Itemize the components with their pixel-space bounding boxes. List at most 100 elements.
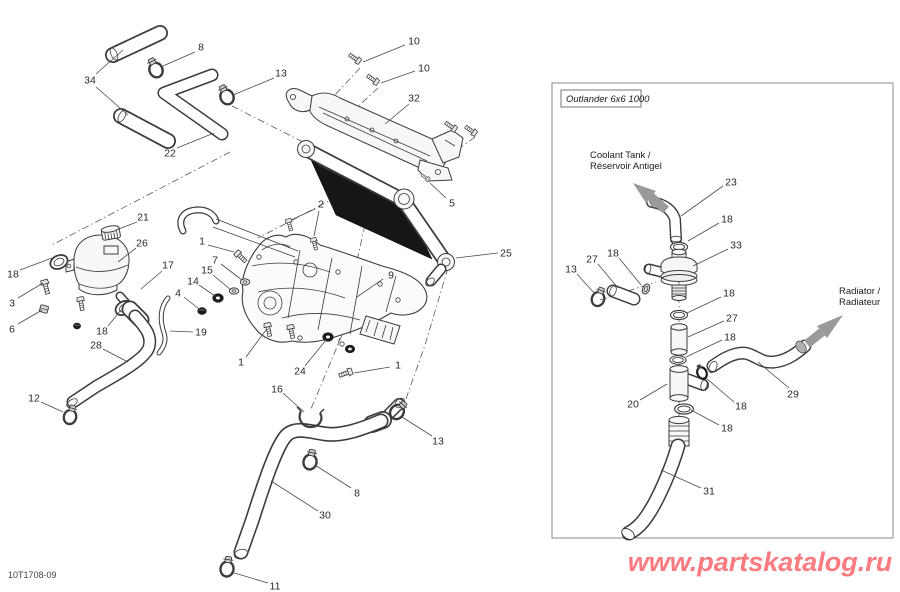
callout-24: 24 (294, 366, 306, 378)
callout-6: 6 (9, 324, 15, 336)
bolt-10 (463, 123, 479, 138)
callout-31: 31 (703, 486, 715, 498)
callout-18: 18 (7, 269, 19, 281)
callout-leader (183, 296, 200, 310)
inset-box (551, 82, 894, 539)
callout-18: 18 (721, 423, 733, 435)
clamp-18 (696, 363, 708, 380)
callout-19: 19 (195, 327, 207, 339)
callout-leader (140, 270, 163, 290)
clamp-8 (300, 447, 321, 472)
hose-29 (706, 339, 812, 374)
hose-30 (233, 397, 406, 560)
callout-7: 7 (212, 255, 218, 267)
callout-leader (245, 329, 267, 358)
bolt-1 (232, 248, 249, 265)
t-fitting-20 (669, 365, 709, 402)
bolt-10 (443, 119, 459, 134)
callout-leader (690, 409, 720, 426)
callout-leader (639, 383, 668, 401)
callout-23: 23 (725, 177, 737, 189)
callout-leader (380, 70, 416, 84)
callout-leader (576, 273, 596, 295)
callout-5: 5 (449, 198, 455, 210)
callout-leader (660, 469, 702, 489)
callout-20: 20 (627, 399, 639, 411)
clamp-11 (218, 554, 237, 579)
callout-18: 18 (607, 248, 619, 260)
callout-18: 18 (723, 288, 735, 300)
callout-leader (314, 464, 352, 489)
coolant-tank-26 (65, 234, 133, 310)
callout-leader (353, 366, 391, 374)
callout-leader (692, 248, 729, 267)
callout-leader (107, 309, 122, 327)
callout-leader (282, 392, 305, 413)
callout-leader (597, 263, 619, 289)
callout-9: 9 (388, 270, 394, 282)
nut (72, 322, 82, 330)
callout-layer: 3481322101032522592126183617171514419182… (7, 36, 799, 592)
callout-29: 29 (787, 389, 799, 401)
oring-18 (674, 403, 694, 415)
callout-25: 25 (500, 248, 512, 260)
radiator-arrow-icon (804, 315, 843, 348)
callout-leader (17, 282, 44, 299)
grommet-24 (344, 344, 356, 354)
inset-variant-box (560, 89, 642, 108)
callout-18: 18 (735, 401, 747, 413)
callout-14: 14 (187, 276, 199, 288)
bracket-rod (177, 206, 299, 258)
callout-28: 28 (90, 340, 102, 352)
doc-code: 10T1708-09 (8, 570, 57, 580)
thermostat-33 (643, 248, 698, 301)
callout-32: 32 (408, 93, 420, 105)
radiator-support-32 (285, 88, 464, 182)
hose-34-lower (113, 108, 176, 149)
radiator-text-line2: Radiateur (839, 297, 880, 308)
callout-leader (455, 252, 499, 259)
washer-15 (228, 287, 240, 295)
hose-34-upper (105, 25, 168, 63)
callout-leader (40, 401, 64, 413)
inset-variant-label: Outlander 6x6 1000 (566, 94, 650, 105)
nut-6 (38, 304, 50, 314)
bolt-10 (365, 72, 381, 87)
overflow-pipe-19 (156, 295, 171, 356)
callout-3: 3 (9, 298, 15, 310)
callout-leader (401, 416, 433, 437)
callout-leader (102, 348, 129, 363)
grommet-24 (322, 332, 334, 342)
callout-8: 8 (354, 488, 360, 500)
oring-18 (669, 355, 687, 365)
callout-leader (198, 284, 216, 297)
callout-leader (95, 49, 124, 75)
tank-cap-21 (100, 225, 121, 241)
callout-18: 18 (96, 326, 108, 338)
callout-leader (162, 51, 196, 67)
callout-30: 30 (319, 510, 331, 522)
callout-leader (705, 377, 735, 403)
callout-10: 10 (418, 63, 430, 75)
oring-18 (669, 309, 689, 321)
bolt-1 (337, 367, 354, 380)
clamp-13 (588, 284, 610, 309)
callout-18: 18 (721, 214, 733, 226)
callout-leader (207, 244, 235, 253)
coolant-tank-text-line1: Coolant Tank / (590, 150, 651, 161)
callout-13: 13 (565, 264, 577, 276)
callout-leader (220, 263, 243, 281)
callout-33: 33 (730, 240, 742, 252)
bolt (75, 295, 87, 312)
callout-leader (230, 571, 269, 584)
clamp-8 (143, 54, 167, 81)
washer-18 (641, 283, 651, 295)
callout-8: 8 (198, 42, 204, 54)
hose-31 (621, 415, 690, 541)
fan-shroud-9 (241, 233, 428, 347)
callout-1: 1 (199, 236, 205, 248)
watermark: www.partskatalog.ru (628, 547, 893, 577)
hose-stub-27 (606, 284, 641, 306)
callout-leader (618, 257, 642, 286)
